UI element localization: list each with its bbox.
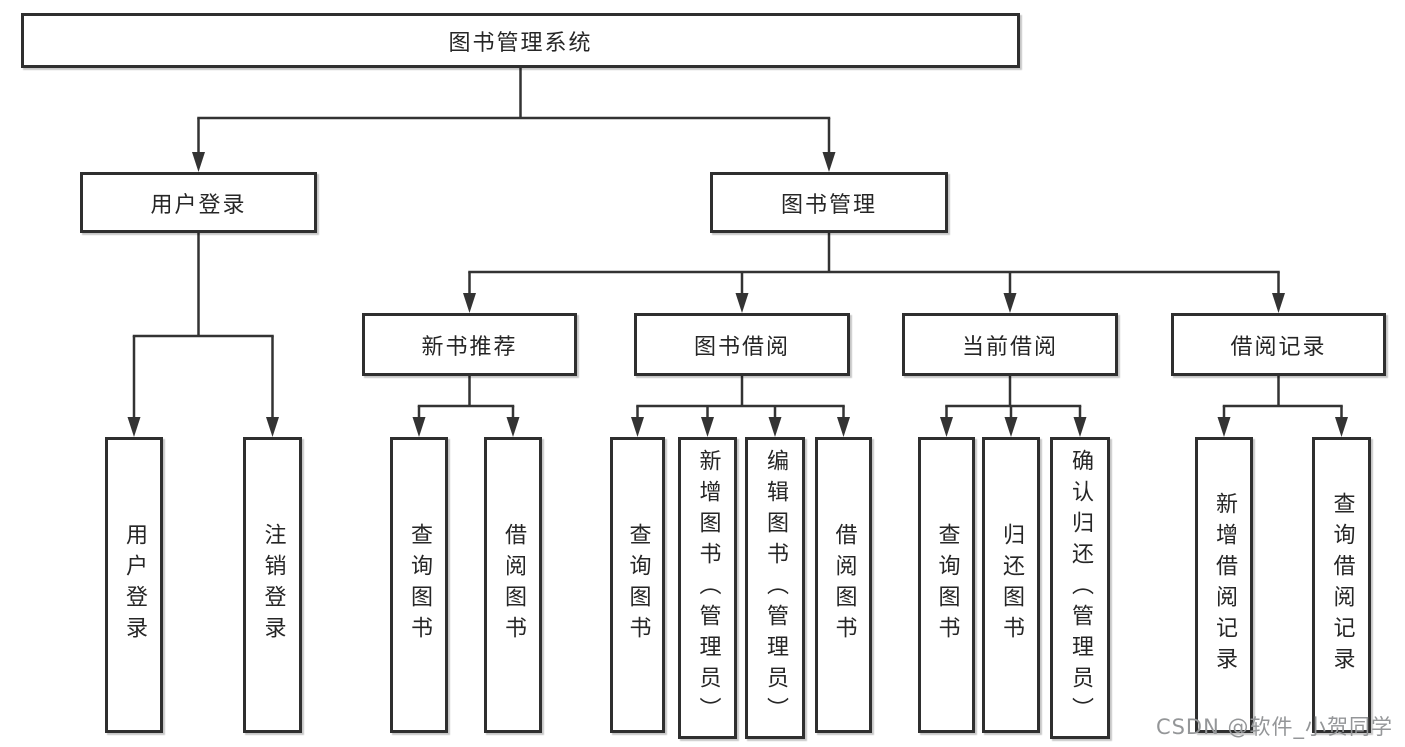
node-leaf-return-books: 归还图书 bbox=[982, 437, 1040, 733]
node-label: 查询借阅记录 bbox=[1329, 492, 1355, 678]
arrowhead-icon bbox=[837, 417, 850, 437]
arrowhead-icon bbox=[1272, 293, 1285, 313]
node-label: 图书管理系统 bbox=[448, 30, 593, 56]
arrowhead-icon bbox=[127, 417, 141, 437]
arrowhead-icon bbox=[1335, 417, 1348, 437]
arrowhead-icon bbox=[735, 293, 749, 313]
node-leaf-logout: 注销登录 bbox=[243, 437, 302, 733]
node-label: 查询图书 bbox=[407, 523, 432, 647]
arrowhead-icon bbox=[631, 417, 644, 437]
node-current-borrowing: 当前借阅 bbox=[902, 313, 1118, 376]
node-label: 确认归还（管理员） bbox=[1068, 448, 1093, 728]
arrowhead-icon bbox=[940, 417, 953, 437]
node-label: 编辑图书（管理员） bbox=[763, 448, 788, 728]
arrowhead-icon bbox=[1003, 293, 1017, 313]
node-book-management: 图书管理 bbox=[710, 172, 948, 233]
arrowhead-icon bbox=[412, 417, 426, 437]
node-leaf-user-login: 用户登录 bbox=[105, 437, 163, 733]
node-leaf-query-books-3: 查询图书 bbox=[918, 437, 975, 733]
node-label: 查询图书 bbox=[625, 523, 651, 647]
arrowhead-icon bbox=[1004, 417, 1018, 437]
arrowhead-icon bbox=[1073, 417, 1087, 437]
node-user-login-branch: 用户登录 bbox=[80, 172, 317, 233]
node-new-book-recommend: 新书推荐 bbox=[362, 313, 577, 376]
node-leaf-query-borrow-record: 查询借阅记录 bbox=[1312, 437, 1371, 733]
node-label: 图书管理 bbox=[780, 192, 877, 218]
watermark: CSDN @软件_小贺同学 bbox=[1155, 715, 1393, 739]
arrowhead-icon bbox=[266, 417, 279, 437]
node-leaf-borrow-books-1: 借阅图书 bbox=[484, 437, 542, 733]
node-label: 归还图书 bbox=[999, 523, 1024, 647]
arrowhead-icon bbox=[463, 293, 476, 313]
node-leaf-borrow-books-2: 借阅图书 bbox=[815, 437, 872, 733]
node-borrowing-records: 借阅记录 bbox=[1171, 313, 1386, 376]
node-label: 当前借阅 bbox=[961, 334, 1058, 360]
node-book-borrowing: 图书借阅 bbox=[634, 313, 850, 376]
node-label: 借阅记录 bbox=[1230, 334, 1327, 360]
arrowhead-icon bbox=[768, 417, 782, 437]
node-label: 图书借阅 bbox=[693, 334, 790, 360]
arrowhead-icon bbox=[822, 152, 836, 172]
node-leaf-add-borrow-record: 新增借阅记录 bbox=[1195, 437, 1253, 733]
arrowhead-icon bbox=[506, 417, 520, 437]
node-label: 用户登录 bbox=[122, 523, 147, 647]
node-leaf-edit-books-admin: 编辑图书（管理员） bbox=[745, 437, 805, 739]
node-label: 查询图书 bbox=[934, 523, 960, 647]
node-leaf-add-books-admin: 新增图书（管理员） bbox=[678, 437, 737, 739]
node-label: 注销登录 bbox=[260, 523, 286, 647]
arrowhead-icon bbox=[192, 152, 205, 172]
node-leaf-confirm-return-admin: 确认归还（管理员） bbox=[1050, 437, 1110, 739]
node-label: 用户登录 bbox=[150, 192, 247, 218]
node-label: 借阅图书 bbox=[831, 523, 857, 647]
node-leaf-query-books-2: 查询图书 bbox=[610, 437, 665, 733]
node-label: 新增借阅记录 bbox=[1212, 492, 1237, 678]
arrowhead-icon bbox=[1217, 417, 1231, 437]
arrowhead-icon bbox=[701, 417, 714, 437]
node-label: 借阅图书 bbox=[501, 523, 526, 647]
node-root: 图书管理系统 bbox=[21, 13, 1020, 68]
node-label: 新书推荐 bbox=[421, 334, 518, 360]
node-label: 新增图书（管理员） bbox=[695, 448, 721, 728]
node-leaf-query-books-1: 查询图书 bbox=[390, 437, 448, 733]
